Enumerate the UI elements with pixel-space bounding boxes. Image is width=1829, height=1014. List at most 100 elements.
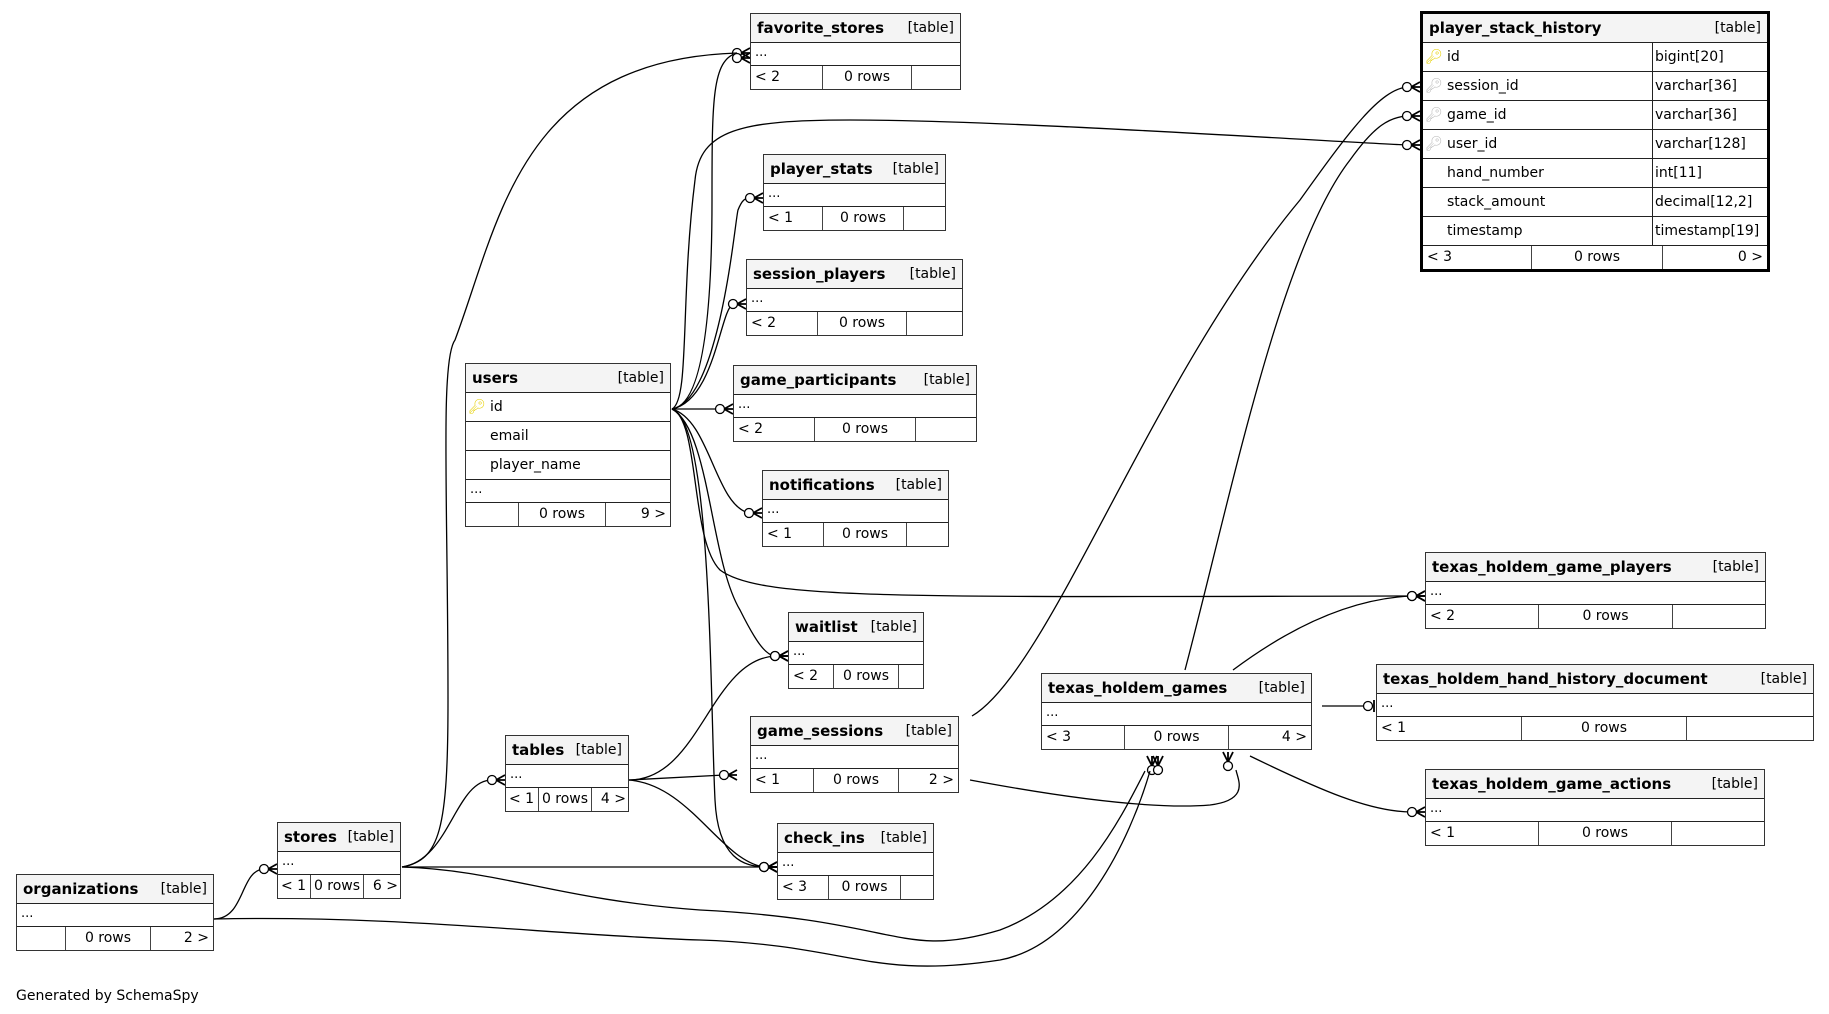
optional-marker (1406, 590, 1418, 602)
children-count[interactable] (916, 418, 976, 441)
children-count[interactable] (912, 66, 960, 89)
children-count[interactable] (904, 207, 945, 230)
children-count[interactable]: 2 > (928, 772, 954, 788)
parents-count[interactable]: < 2 (1426, 605, 1539, 628)
optional-marker (258, 863, 270, 875)
parents-count[interactable] (17, 927, 66, 950)
parents-count[interactable]: < 1 (506, 788, 539, 811)
children-count[interactable]: 6 > (372, 878, 398, 894)
crows-foot-marker (778, 650, 789, 662)
table-texas-holdem-hand-history-document[interactable]: texas_holdem_hand_history_document [table… (1376, 664, 1814, 741)
table-name: favorite_stores (757, 19, 885, 37)
optional-marker (758, 861, 770, 873)
parents-count[interactable]: < 2 (747, 312, 818, 335)
crows-foot-marker (767, 861, 778, 873)
children-count[interactable] (899, 665, 923, 688)
row-count: 0 rows (818, 312, 907, 335)
table-kind: [table] (575, 742, 622, 758)
parents-count[interactable]: < 3 (778, 876, 829, 899)
parents-count[interactable]: < 3 (1423, 246, 1532, 269)
optional-marker (1222, 760, 1234, 772)
edge-game-sessions-texas-holdem-games (969, 769, 1240, 807)
table-name: stores (284, 828, 337, 846)
column-type: decimal[12,2] (1652, 188, 1767, 216)
table-kind: [table] (1760, 671, 1807, 687)
column-type: timestamp[19] (1652, 217, 1767, 245)
children-count[interactable] (1673, 605, 1765, 628)
table-texas-holdem-game-actions[interactable]: texas_holdem_game_actions[table] ... < 1… (1425, 769, 1765, 846)
children-count[interactable] (907, 312, 962, 335)
parents-count[interactable]: < 1 (278, 875, 311, 898)
table-kind: [table] (1714, 20, 1761, 36)
parents-count[interactable]: < 2 (734, 418, 815, 441)
columns-ellipsis: ... (751, 746, 958, 769)
table-users[interactable]: users[table] 🔑︎id email player_name ... … (465, 363, 671, 527)
row-count: 0 rows (311, 875, 364, 898)
row-count: 0 rows (1125, 726, 1229, 749)
children-count[interactable] (1672, 822, 1764, 845)
table-kind: [table] (617, 370, 664, 386)
table-kind: [table] (880, 830, 927, 846)
columns-ellipsis: ... (789, 642, 923, 665)
table-texas-holdem-game-players[interactable]: texas_holdem_game_players[table] ... < 2… (1425, 552, 1766, 629)
children-count[interactable]: 9 > (640, 506, 666, 522)
optional-marker (727, 298, 739, 310)
children-count[interactable]: 4 > (600, 791, 626, 807)
edge-users-favorite-stores (671, 52, 738, 410)
table-name: texas_holdem_hand_history_document (1383, 670, 1708, 688)
parents-count[interactable]: < 3 (1042, 726, 1125, 749)
parents-count[interactable]: < 1 (751, 769, 814, 792)
parents-count[interactable]: < 2 (751, 66, 823, 89)
table-kind: [table] (905, 723, 952, 739)
optional-marker (1152, 764, 1164, 776)
children-count[interactable]: 2 > (183, 930, 209, 946)
optional-marker (769, 650, 781, 662)
optional-marker (758, 861, 770, 873)
column-type: varchar[36] (1652, 101, 1767, 129)
parents-count[interactable]: < 1 (1377, 717, 1522, 740)
column-name: user_id (1447, 136, 1498, 152)
children-count[interactable] (1687, 717, 1813, 740)
table-kind: [table] (870, 619, 917, 635)
row-count: 0 rows (814, 769, 899, 792)
table-name: check_ins (784, 829, 865, 847)
parents-count[interactable]: < 1 (763, 523, 824, 546)
crows-foot-marker (723, 403, 734, 415)
parents-count[interactable]: < 1 (1426, 822, 1539, 845)
edge-users-check-ins (671, 408, 765, 868)
table-name: game_participants (740, 371, 897, 389)
table-name: player_stats (770, 160, 873, 178)
column-row[interactable]: email (466, 422, 670, 451)
column-name: session_id (1447, 78, 1519, 94)
column-row[interactable]: 🔑︎id (466, 393, 670, 422)
crows-foot-marker (1410, 110, 1421, 122)
column-row[interactable]: player_name (466, 451, 670, 480)
children-count[interactable] (901, 876, 933, 899)
children-count[interactable] (907, 523, 948, 546)
children-count[interactable]: 4 > (1281, 729, 1307, 745)
children-count[interactable]: 0 > (1737, 249, 1763, 265)
parents-count[interactable]: < 1 (764, 207, 823, 230)
parents-count[interactable] (466, 503, 519, 526)
parents-count[interactable]: < 2 (789, 665, 834, 688)
